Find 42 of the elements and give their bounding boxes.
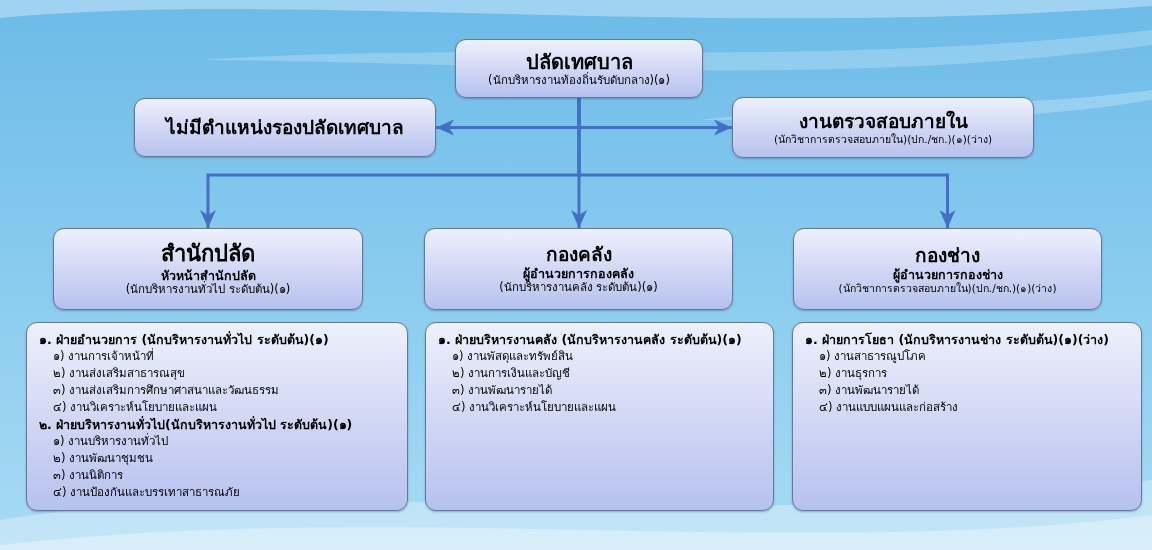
list-item: ๓) งานส่งเสริมการศึกษาศาสนาและวัฒนธรรม — [52, 382, 281, 399]
section-heading: ๑. ฝ่ายอำนวยการ (นักบริหารงานทั่วไป ระดับต้น)(๑) — [39, 331, 330, 348]
list-item: ๔) งานวิเคราะห์นโยบายและแผน — [451, 399, 618, 416]
list-item: ๑) งานการเจ้าหน้าที่ — [52, 348, 156, 365]
section-heading: ๑. ฝ่ายการโยธา (นักบริหารงานช่าง ระดับต้น)(๑)(ว่าง) — [805, 331, 1111, 348]
list-item: ๔) งานป้องกันและบรรเทาสาธารณภัย — [52, 484, 242, 501]
list-item: ๓) งานนิติการ — [52, 467, 125, 484]
unit-title: ปลัดเทศบาล — [525, 49, 633, 74]
list-item: ๑) งานพัสดุและทรัพย์สิน — [451, 348, 575, 365]
list-item: ๑) งานบริหารงานทั่วไป — [52, 433, 170, 450]
arrow — [577, 98, 956, 228]
position-text: (นักวิชาการตรวจสอบภายใน)(ปก./ชก.)(๑)(ว่าง) — [774, 132, 992, 146]
list-panel — [26, 322, 408, 511]
list-item: ๔) งานวิเคราะห์นโยบายและแผน — [52, 399, 219, 416]
org-box — [732, 97, 1034, 158]
org-box — [53, 228, 363, 310]
position-text: (นักบริหารงานคลัง ระดับต้น)(๑) — [499, 281, 658, 295]
org-box — [793, 228, 1102, 310]
position-text: ผู้อำนวยการกองคลัง — [523, 266, 634, 281]
unit-title: กองคลัง — [545, 243, 612, 266]
list-item: ๓) งานพัฒนารายได้ — [451, 382, 554, 399]
list-item: ๔) งานแบบแผนและก่อสร้าง — [818, 399, 960, 416]
list-item: ๒) งานการเงินและบัญชี — [451, 365, 572, 382]
list-panel — [425, 322, 774, 511]
position-text: (นักวิชาการตรวจสอบภายใน)(ปก./ชก.)(๑)(ว่าง) — [838, 281, 1057, 295]
position-text: (นักบริหารงานท้องถิ่นรับดับกลาง)(๑) — [488, 73, 670, 88]
list-item: ๒) งานส่งเสริมสาธารณสุข — [52, 365, 187, 382]
list-item: ๒) งานธุรการ — [818, 365, 889, 382]
unit-title: งานตรวจสอบภายใน — [798, 109, 968, 133]
org-box — [424, 228, 733, 310]
org-box — [134, 98, 436, 157]
section-heading: ๒. ฝ่ายบริหารงานทั่วไป(นักบริหารงานทั่วไป ระดับต้น)(๑) — [39, 416, 354, 433]
section-heading: ๑. ฝ่ายบริหารงานคลัง (นักบริหารงานคลัง ระดับต้น)(๑) — [438, 331, 743, 348]
unit-title: สำนักปลัด — [161, 241, 255, 268]
list-panel — [792, 322, 1142, 511]
list-item: ๓) งานพัฒนารายได้ — [818, 382, 921, 399]
unit-title: กองช่าง — [915, 243, 980, 267]
org-box — [455, 39, 703, 98]
unit-title: ไม่มีตำแหน่งรองปลัดเทศบาล — [166, 116, 404, 139]
list-item: ๒) งานพัฒนาชุมชน — [52, 450, 155, 467]
position-text: ผู้อำนวยการกองช่าง — [892, 266, 1003, 282]
list-item: ๑) งานสาธารณูปโภค — [818, 348, 928, 365]
